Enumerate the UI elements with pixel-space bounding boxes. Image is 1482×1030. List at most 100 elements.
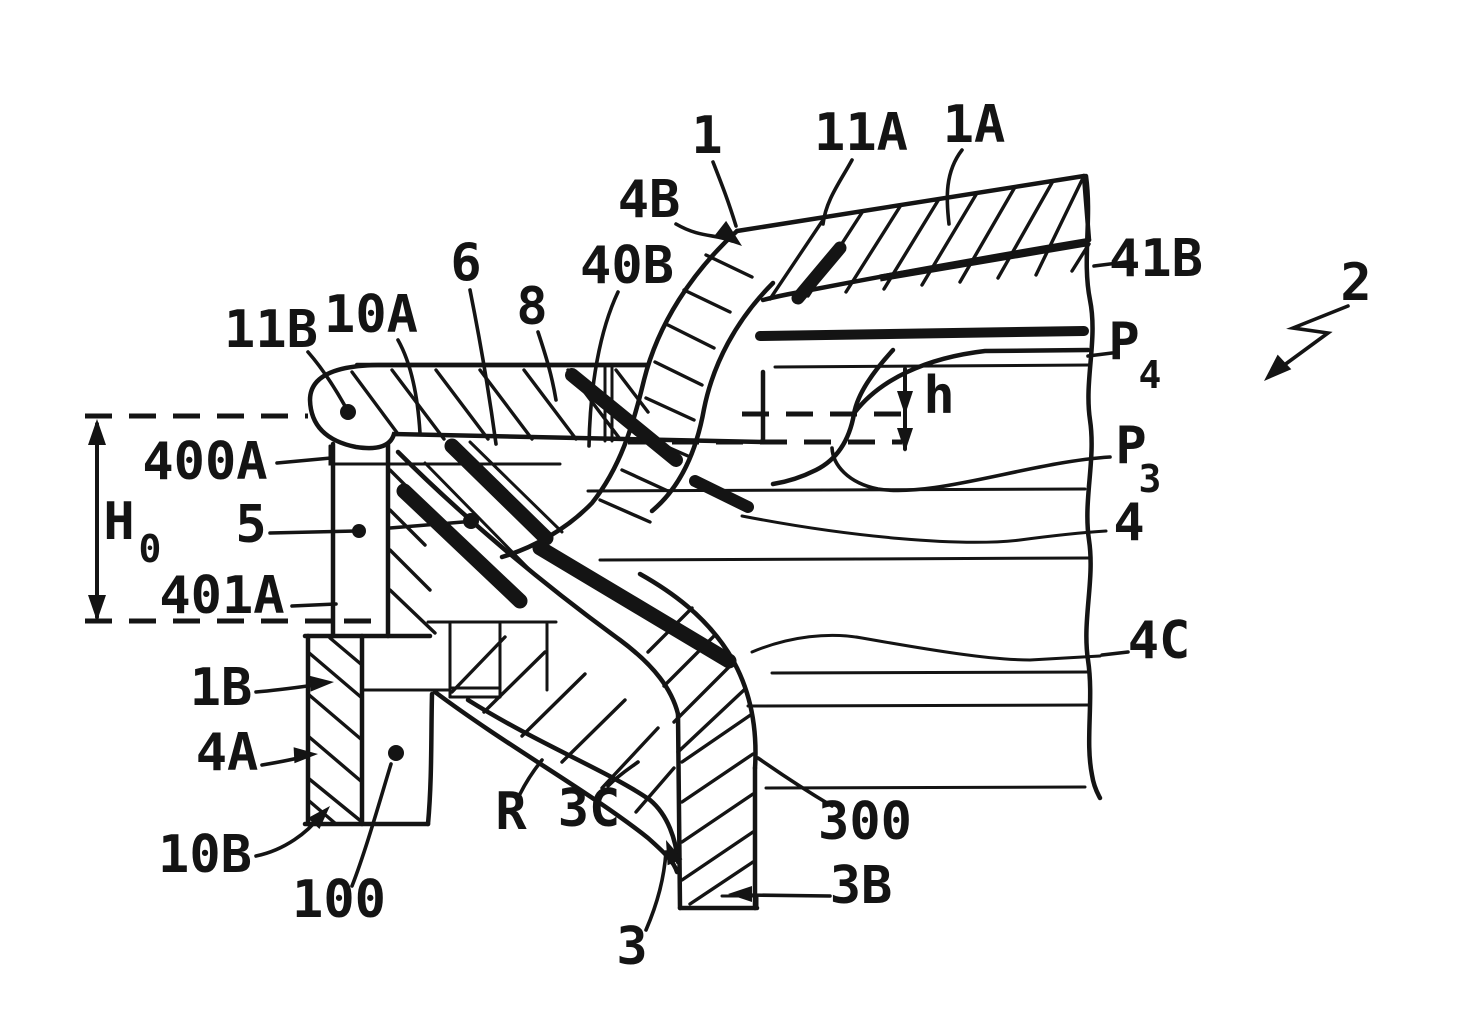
leader-300: [756, 756, 834, 808]
strip-hatch: [646, 606, 755, 906]
column-hatch: [306, 636, 364, 826]
ref-label-4: 4: [1113, 493, 1144, 553]
body-line-705: [746, 703, 1092, 708]
dimension-h: [897, 367, 913, 452]
arrow-1B-icon: [309, 675, 334, 692]
dot-100: [388, 745, 404, 761]
leader-R: [518, 758, 544, 796]
seat-groove: [426, 620, 558, 699]
flange-plate-outline: [307, 362, 766, 451]
leader-P3: [830, 446, 1112, 493]
leader-4C: [1100, 650, 1130, 657]
leader-6: [468, 288, 498, 446]
column-right-boundary: [425, 691, 435, 827]
ref-label-10A: 10A: [324, 285, 418, 345]
ref-label-h: h: [923, 366, 954, 426]
ref-label-100: 100: [292, 870, 386, 930]
leader-3B: [740, 893, 832, 898]
heavy-bar-41B-line: [755, 326, 1089, 341]
bead-heel-upper-curve: [852, 347, 1091, 415]
ref-label-H0-main: H: [103, 492, 134, 552]
bead-region: [499, 228, 1091, 560]
ply-line-2: [468, 440, 564, 534]
body-hump-to-4C: [750, 633, 1102, 662]
bead-dark-segment-upper: [565, 368, 683, 467]
ref-label-4B: 4B: [618, 170, 681, 230]
h0-arrow-up-icon: [88, 419, 106, 445]
lower-strip: [637, 571, 760, 911]
arrowheads-and-dots: [293, 220, 1292, 902]
dot-5b: [463, 513, 479, 529]
ref-label-2: 2: [1340, 253, 1371, 313]
leader-100: [350, 762, 393, 888]
ref-label-401A: 401A: [159, 566, 284, 626]
tire-body-lines: [586, 487, 1108, 790]
band-dark-segment: [791, 241, 847, 305]
ref-label-6: 6: [450, 233, 481, 293]
arrow-3-icon: [666, 840, 683, 866]
ref-label-3B: 3B: [830, 856, 893, 916]
groove-walls: [448, 622, 549, 699]
arrow-10B-icon: [307, 806, 330, 830]
leader-11B: [306, 350, 347, 408]
body-curve-to-4: [740, 514, 1108, 544]
ref-label-11A: 11A: [814, 103, 908, 163]
bead-inner-edge: [649, 280, 776, 514]
leader-1: [711, 160, 738, 228]
apex-hatch: [388, 468, 437, 635]
ref-label-11B: 11B: [224, 300, 318, 360]
leader-10A: [396, 338, 422, 435]
ref-label-4C: 4C: [1128, 611, 1191, 671]
ref-label-8: 8: [516, 277, 547, 337]
seat-boundary-curve: [395, 449, 681, 717]
leader-41B: [1092, 260, 1128, 268]
body-line-558: [598, 556, 1092, 562]
ref-label-41B: 41B: [1109, 229, 1203, 289]
groove-bottom-cap: [448, 686, 502, 699]
bead-dark-segment-lower: [689, 475, 754, 513]
ref-label-H0-sub: 0: [139, 527, 162, 571]
h-arrow-lower-icon: [897, 428, 913, 452]
ref-label-1B: 1B: [190, 658, 253, 718]
ref-label-3C: 3C: [558, 779, 621, 839]
ref-label-1: 1: [691, 106, 722, 166]
leader-P4: [1086, 351, 1114, 358]
leader-400A: [275, 456, 333, 465]
leader-8: [536, 330, 558, 402]
leader-401A: [290, 602, 338, 608]
dark-stripe-2: [396, 483, 528, 609]
leader-3C: [606, 760, 640, 788]
leader-1A: [945, 148, 964, 226]
band-inner-heavy-line: [879, 239, 1087, 282]
break-line: [1083, 173, 1103, 801]
arrow-4B-icon: [713, 220, 742, 246]
ref-label-P4-sub: 4: [1139, 353, 1162, 397]
strip-400A-under-flange: [328, 444, 562, 466]
leader-3: [644, 850, 668, 932]
leader-lines: [254, 148, 1350, 932]
dark-stripe-1: [444, 438, 554, 546]
ref-label-1A: 1A: [943, 95, 1006, 155]
h-arrow-upper-icon: [897, 391, 913, 415]
fillet-and-wedge: [432, 635, 681, 875]
arrow-2-icon: [1264, 354, 1292, 381]
ref-label-5: 5: [235, 495, 266, 555]
strip-upper-right-boundary: [637, 571, 758, 771]
band-top-edge: [734, 173, 1087, 234]
ref-label-4A: 4A: [196, 723, 259, 783]
leader-5: [268, 520, 465, 535]
sidewall-band: [734, 173, 1092, 369]
dark-stripe-3: [532, 540, 737, 669]
leader-11A: [821, 158, 854, 226]
strip-left-edge: [675, 711, 683, 911]
ref-label-400A: 400A: [142, 432, 267, 492]
fillet-curve-inner: [432, 689, 680, 875]
ref-label-3: 3: [616, 917, 647, 977]
ref-label-10B: 10B: [158, 825, 252, 885]
body-line-673: [770, 670, 1092, 675]
dot-5a: [352, 524, 366, 538]
